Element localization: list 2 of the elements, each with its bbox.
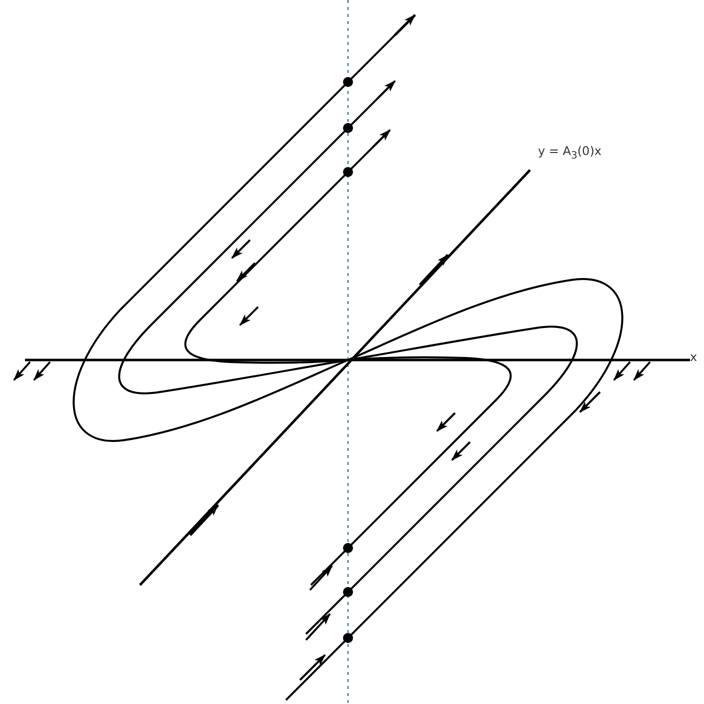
line-equation-label: y = A$_{3}$(0)x xyxy=(538,144,602,162)
axis-label: x xyxy=(690,350,698,364)
